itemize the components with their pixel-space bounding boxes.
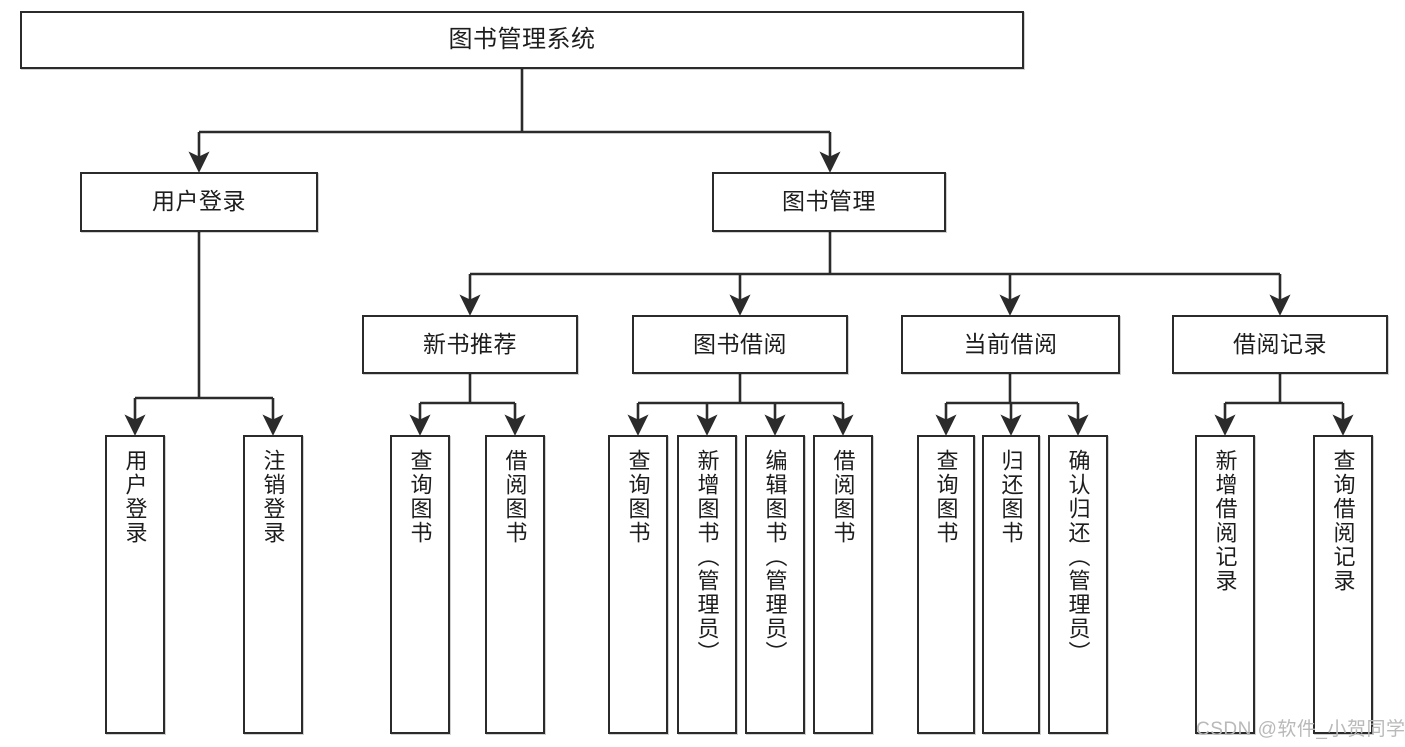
- node-root[interactable]: 图书管理系统: [20, 11, 1024, 69]
- csdn-watermark: CSDN @软件_小贺同学: [1196, 719, 1405, 740]
- node-leaf-borrow-book-rec-label: 借阅图书: [502, 449, 528, 545]
- node-leaf-query-book-rec[interactable]: 查询图书: [390, 435, 450, 734]
- node-leaf-borrow-book-rec[interactable]: 借阅图书: [485, 435, 545, 734]
- node-new-book-recommend-label: 新书推荐: [423, 330, 517, 357]
- node-leaf-query-book-cur[interactable]: 查询图书: [917, 435, 975, 734]
- node-leaf-add-book-label: 新增图书（管理员）: [694, 449, 720, 665]
- node-borrow-record-label: 借阅记录: [1233, 330, 1327, 357]
- node-leaf-confirm-return-label: 确认归还（管理员）: [1065, 449, 1091, 665]
- node-leaf-return-book[interactable]: 归还图书: [982, 435, 1040, 734]
- node-book-manage-label: 图书管理: [782, 188, 876, 215]
- node-leaf-query-book-rec-label: 查询图书: [407, 449, 433, 545]
- node-leaf-add-book[interactable]: 新增图书（管理员）: [677, 435, 737, 734]
- node-leaf-edit-book[interactable]: 编辑图书（管理员）: [745, 435, 805, 734]
- node-root-label: 图书管理系统: [448, 25, 596, 53]
- node-leaf-user-login-label: 用户登录: [122, 449, 148, 545]
- node-user-login-label: 用户登录: [152, 188, 246, 215]
- node-user-login[interactable]: 用户登录: [80, 172, 318, 232]
- node-leaf-edit-book-label: 编辑图书（管理员）: [762, 449, 788, 665]
- node-leaf-borrow-book-label: 借阅图书: [830, 449, 856, 545]
- node-new-book-recommend[interactable]: 新书推荐: [362, 315, 578, 374]
- node-leaf-query-book-borrow-label: 查询图书: [625, 449, 651, 545]
- node-leaf-confirm-return[interactable]: 确认归还（管理员）: [1048, 435, 1108, 734]
- node-leaf-add-record[interactable]: 新增借阅记录: [1195, 435, 1255, 734]
- node-leaf-add-record-label: 新增借阅记录: [1212, 449, 1238, 593]
- node-leaf-user-logout-label: 注销登录: [260, 449, 286, 545]
- node-leaf-query-book-borrow[interactable]: 查询图书: [608, 435, 668, 734]
- node-leaf-query-record-label: 查询借阅记录: [1330, 449, 1356, 593]
- node-book-borrow[interactable]: 图书借阅: [632, 315, 848, 374]
- node-leaf-user-logout[interactable]: 注销登录: [243, 435, 303, 734]
- node-book-manage[interactable]: 图书管理: [712, 172, 946, 232]
- node-leaf-borrow-book[interactable]: 借阅图书: [813, 435, 873, 734]
- node-leaf-return-book-label: 归还图书: [998, 449, 1024, 545]
- node-current-borrow-label: 当前借阅: [963, 330, 1058, 357]
- node-borrow-record[interactable]: 借阅记录: [1172, 315, 1388, 374]
- node-leaf-query-book-cur-label: 查询图书: [933, 449, 959, 545]
- node-current-borrow[interactable]: 当前借阅: [901, 315, 1120, 374]
- node-book-borrow-label: 图书借阅: [693, 330, 787, 357]
- node-leaf-query-record[interactable]: 查询借阅记录: [1313, 435, 1373, 734]
- node-leaf-user-login[interactable]: 用户登录: [105, 435, 165, 734]
